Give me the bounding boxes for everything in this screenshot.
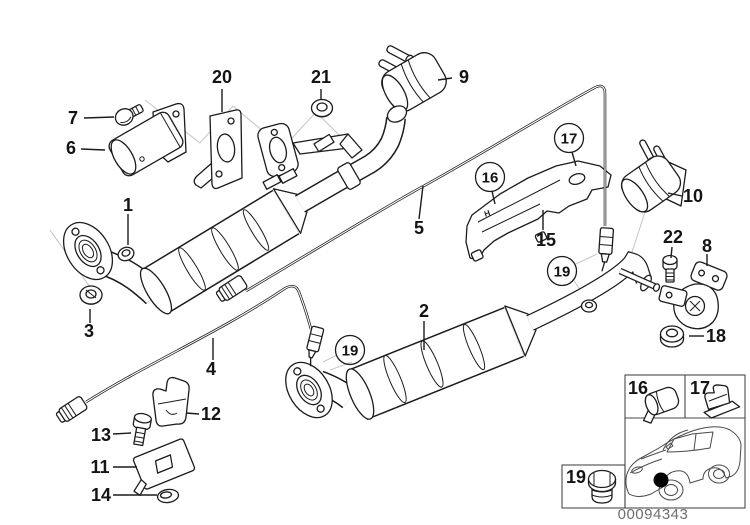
oxygen-sensor-cable-5-drawing (215, 84, 615, 302)
circled-callout-19-lower: 19 (342, 343, 359, 360)
callout-12: 12 (201, 404, 221, 424)
cable-4-connector (55, 396, 88, 423)
flange-2 (285, 361, 333, 419)
callout-14: 14 (91, 485, 111, 505)
car-silhouette (625, 426, 742, 501)
callout-11: 11 (90, 457, 109, 477)
catalytic-converter-2-drawing (285, 251, 661, 421)
flange-1 (62, 221, 114, 281)
callout-4: 4 (206, 359, 216, 379)
bolt-7-drawing (114, 104, 144, 126)
callout-labels: 1 2 3 4 5 6 7 8 9 10 11 12 13 14 15 18 2… (66, 67, 726, 505)
inset-cell-16-label: 16 (628, 378, 648, 398)
callout-20: 20 (212, 67, 232, 87)
heat-shield-15-drawing: H (465, 160, 612, 262)
leader-lines (80, 77, 708, 496)
callout-18: 18 (706, 326, 726, 346)
sleeve-6-drawing (108, 102, 187, 177)
callout-1: 1 (123, 195, 133, 215)
callout-15: 15 (536, 230, 556, 250)
callout-2: 2 (419, 301, 429, 321)
clamp-9-drawing (378, 45, 447, 112)
inset-legend: 16 17 19 (561, 374, 746, 509)
callout-7: 7 (68, 108, 78, 128)
inset-clamp-16-drawing (642, 386, 680, 424)
nut-18-drawing (659, 325, 685, 348)
grommet-14-drawing (156, 488, 180, 504)
sensor-boss-1 (117, 246, 135, 262)
shield-stamp-marking: H (483, 208, 491, 218)
oxygen-sensor-cable-4-drawing (55, 284, 325, 423)
callout-9: 9 (459, 67, 469, 87)
inset-clip-17-drawing (703, 384, 741, 419)
callout-13: 13 (91, 425, 111, 445)
part-number: 00094343 (618, 506, 689, 523)
nut-21-drawing (310, 98, 334, 118)
clip-12-drawing (152, 376, 190, 427)
callout-6: 6 (66, 138, 76, 158)
car-location-dot (653, 472, 669, 488)
callout-22: 22 (663, 227, 683, 247)
nut-3-drawing (79, 285, 103, 305)
circled-callout-19-upper: 19 (554, 264, 571, 281)
bracket-8-drawing (658, 261, 728, 330)
circled-callouts: 16 17 19 19 (334, 122, 585, 366)
oxygen-sensor-upper (598, 227, 615, 272)
circled-callout-17: 17 (561, 131, 578, 148)
inset-cell-17-label: 17 (690, 378, 710, 398)
inset-plug-19-drawing (587, 469, 617, 504)
callout-8: 8 (702, 236, 712, 256)
bolt-22-drawing (662, 254, 678, 283)
bracket-20-drawing (193, 109, 243, 190)
clamp-10-drawing (620, 139, 687, 213)
bolt-13-drawing (132, 412, 152, 447)
oxygen-sensor-lower (306, 325, 325, 367)
inset-cell-19-label: 19 (566, 467, 586, 487)
catalytic-converter-1-drawing (62, 105, 408, 315)
circled-callout-16: 16 (482, 170, 499, 187)
callout-10: 10 (683, 186, 703, 206)
cable-5-connector (215, 275, 248, 302)
callout-5: 5 (414, 218, 424, 238)
callout-3: 3 (84, 321, 94, 341)
callout-21: 21 (311, 67, 331, 87)
